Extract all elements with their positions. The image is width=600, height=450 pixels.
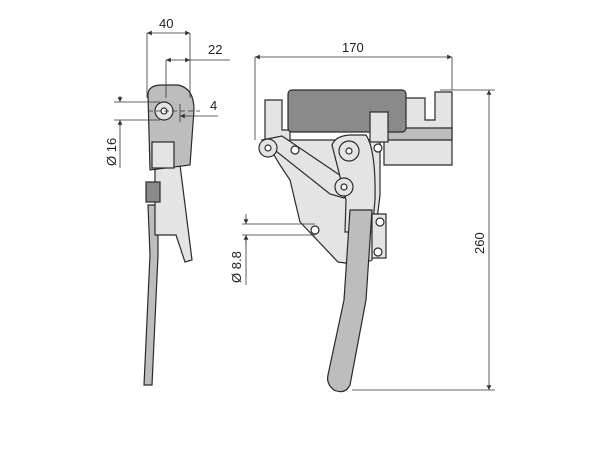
mount-hole-1 bbox=[290, 145, 300, 155]
dim-170-label: 170 bbox=[342, 40, 364, 55]
dim-260-label: 260 bbox=[472, 232, 487, 254]
front-handle bbox=[327, 209, 373, 393]
dim-88-label: Ø 8.8 bbox=[229, 251, 244, 283]
dim-40-label: 40 bbox=[159, 16, 173, 31]
mount-hole-2 bbox=[373, 143, 383, 153]
side-base-plate bbox=[154, 164, 193, 263]
mount-hole-3 bbox=[310, 225, 320, 235]
mount-hole-4 bbox=[375, 217, 385, 227]
dim-22-label: 22 bbox=[208, 42, 222, 57]
side-view bbox=[143, 84, 200, 386]
front-roller-bracket bbox=[369, 111, 389, 143]
dim-4-label: 4 bbox=[210, 98, 217, 113]
mount-hole-5 bbox=[373, 247, 383, 257]
side-clamp-block bbox=[151, 141, 175, 169]
front-view bbox=[258, 89, 453, 393]
side-dimensions: 40 22 4 Ø 16 bbox=[104, 16, 230, 168]
side-bolt bbox=[145, 181, 161, 203]
dim-16-label: Ø 16 bbox=[104, 138, 119, 166]
front-dimensions: 170 260 Ø 8.8 bbox=[229, 40, 495, 391]
